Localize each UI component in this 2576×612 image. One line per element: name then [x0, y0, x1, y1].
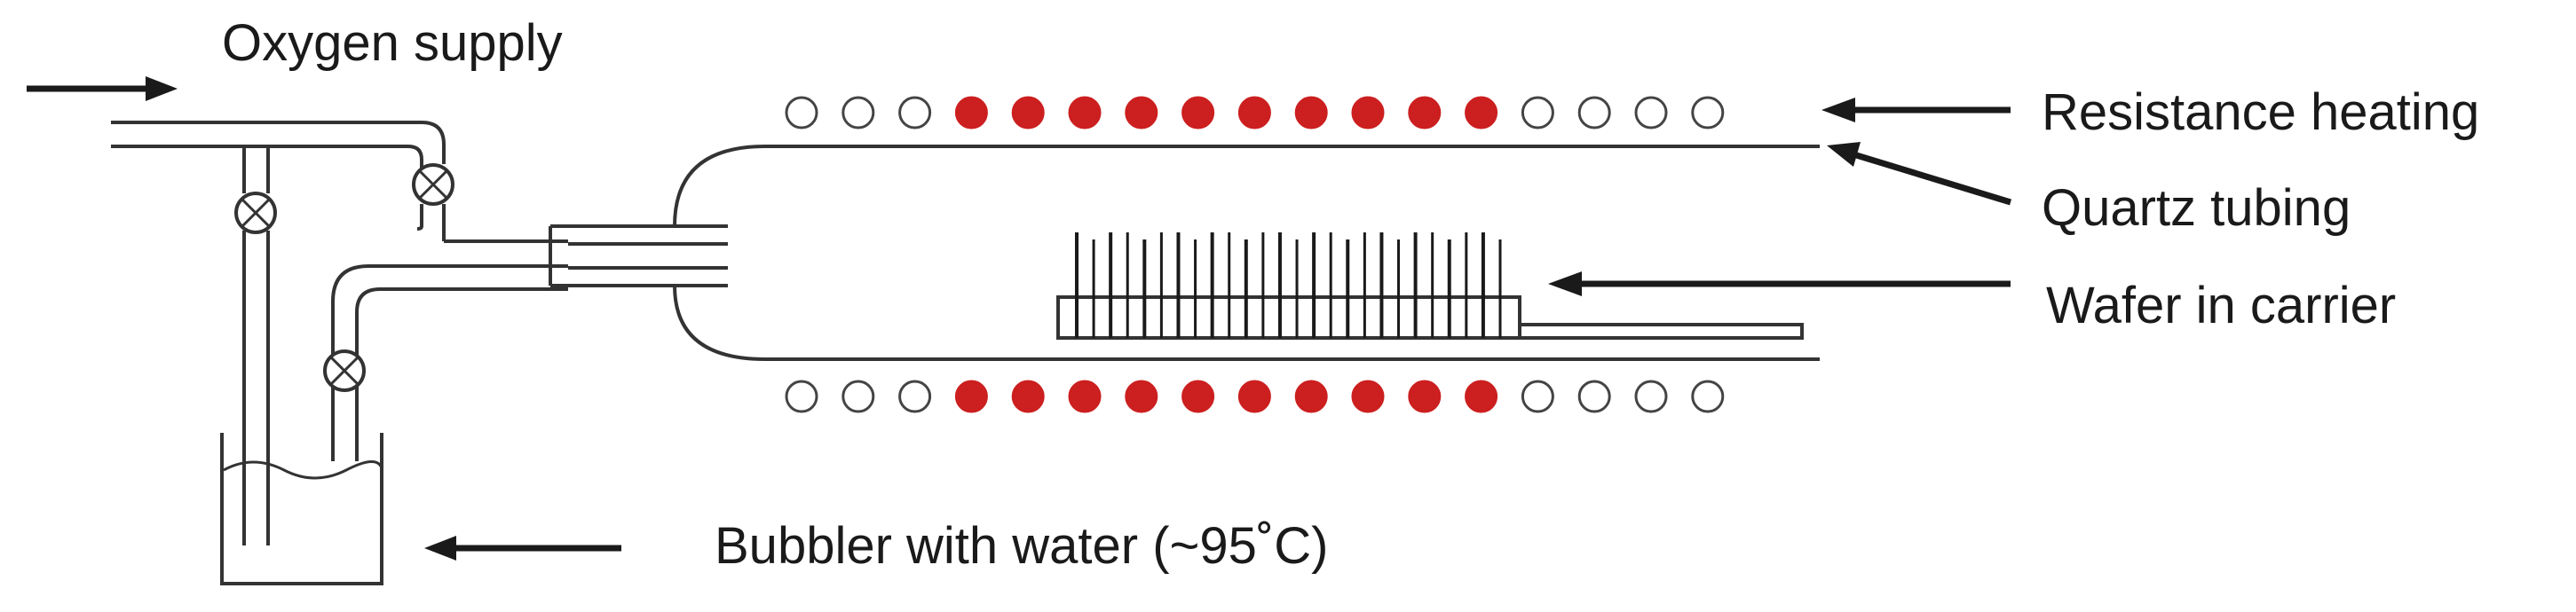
heater-coils-top — [785, 96, 1725, 129]
wafer-carrier — [1056, 295, 1804, 340]
wafer-in-carrier-label: Wafer in carrier — [2046, 277, 2396, 334]
heater-coil-top-3-inactive — [898, 96, 932, 129]
wafers — [1075, 232, 1502, 338]
heater-coil-top-5-active — [1011, 96, 1045, 129]
bubbler — [220, 433, 383, 585]
valve-bypass — [234, 192, 277, 234]
heater-coil-bottom-1-inactive — [785, 380, 818, 413]
heater-coil-bottom-7-active — [1125, 380, 1158, 413]
heater-coil-top-9-active — [1237, 96, 1271, 129]
heater-coil-bottom-12-active — [1408, 380, 1442, 413]
heater-coil-top-17-inactive — [1691, 96, 1725, 129]
heater-coil-top-10-active — [1294, 96, 1328, 129]
furnace-inlet — [548, 224, 728, 287]
quartz-tubing-label: Quartz tubing — [2042, 179, 2351, 237]
heater-coil-bottom-9-active — [1237, 380, 1271, 413]
heater-coil-top-4-active — [954, 96, 988, 129]
heater-coil-bottom-4-active — [954, 380, 988, 413]
heater-coil-bottom-8-active — [1181, 380, 1215, 413]
heater-coil-top-11-active — [1351, 96, 1385, 129]
heater-coil-top-2-inactive — [842, 96, 875, 129]
heater-coil-bottom-5-active — [1011, 380, 1045, 413]
quartz-tubing-arrow — [1827, 142, 2012, 206]
bubbler-arrow — [424, 536, 621, 561]
oxygen-supply-arrow — [27, 76, 178, 101]
valve-bubbler — [323, 349, 366, 392]
heater-coil-top-1-inactive — [785, 96, 818, 129]
resistance-heating-arrow — [1821, 98, 2011, 122]
heater-coil-bottom-16-inactive — [1634, 380, 1668, 413]
resistance-heating-label: Resistance heating — [2042, 83, 2479, 141]
supply-piping — [111, 121, 568, 545]
heater-coil-top-6-active — [1068, 96, 1102, 129]
heater-coil-top-12-active — [1408, 96, 1442, 129]
quartz-tube — [673, 145, 1820, 361]
heater-coil-top-8-active — [1181, 96, 1215, 129]
valve-direct — [412, 163, 454, 206]
heater-coil-bottom-15-inactive — [1577, 380, 1611, 413]
heater-coil-bottom-17-inactive — [1691, 380, 1725, 413]
heater-coil-top-16-inactive — [1634, 96, 1668, 129]
heater-coil-bottom-10-active — [1294, 380, 1328, 413]
heater-coil-top-14-inactive — [1521, 96, 1554, 129]
heater-coil-bottom-13-active — [1465, 380, 1498, 413]
heater-coil-top-15-inactive — [1577, 96, 1611, 129]
bubbler-label: Bubbler with water (~95˚C) — [715, 517, 1328, 575]
heater-coil-top-7-active — [1125, 96, 1158, 129]
oxygen-supply-label: Oxygen supply — [222, 14, 563, 72]
heater-coil-top-13-active — [1465, 96, 1498, 129]
heater-coil-bottom-3-inactive — [898, 380, 932, 413]
heater-coil-bottom-6-active — [1068, 380, 1102, 413]
heater-coil-bottom-14-inactive — [1521, 380, 1554, 413]
heater-coil-bottom-11-active — [1351, 380, 1385, 413]
heater-coil-bottom-2-inactive — [842, 380, 875, 413]
heater-coils-bottom — [785, 380, 1725, 413]
wafer-in-carrier-arrow — [1548, 271, 2011, 296]
